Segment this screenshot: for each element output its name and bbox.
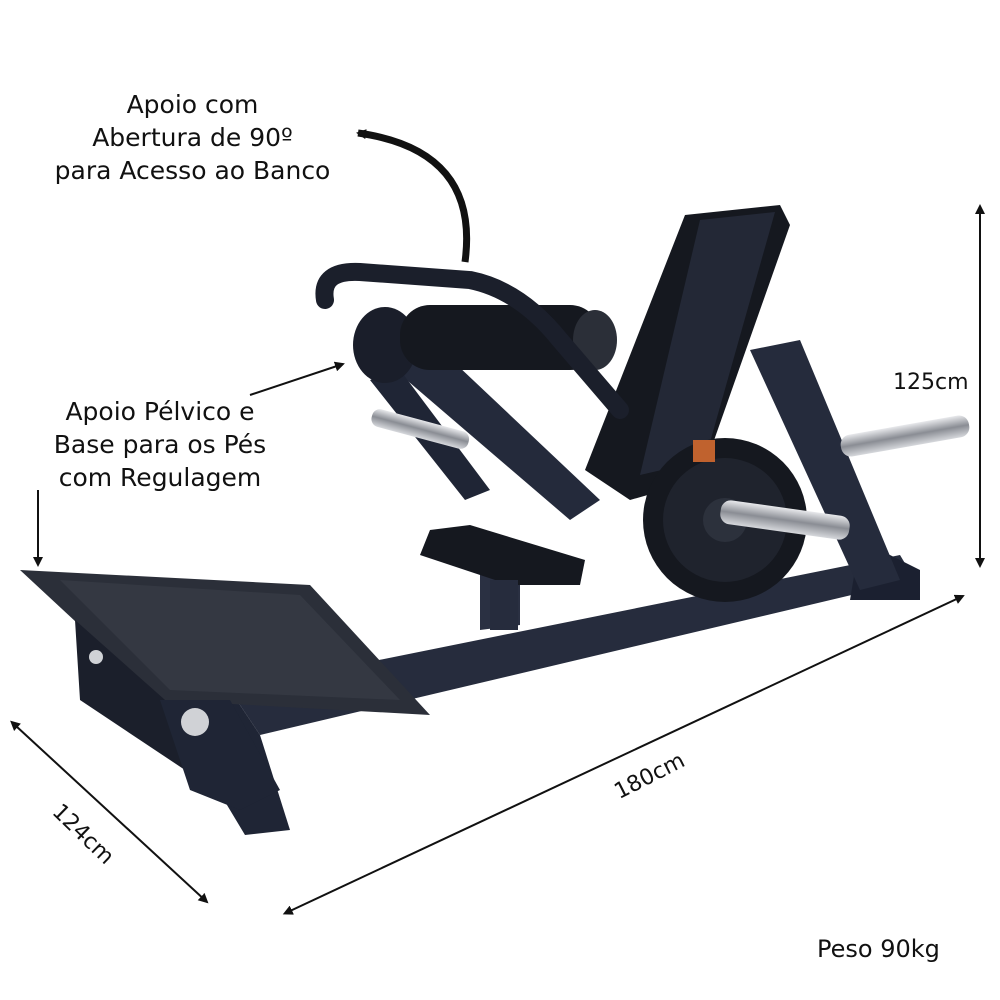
- pelvic-note-line: Apoio Pélvico e: [65, 397, 255, 426]
- lever-arm: [315, 262, 629, 520]
- pelvic-note-line: Base para os Pés: [53, 430, 267, 459]
- backrest-note-line: Abertura de 90º: [92, 123, 293, 152]
- backrest-note-line: Apoio com: [126, 90, 259, 119]
- pelvic-arrow: [249, 361, 345, 396]
- length-arrow: [282, 594, 965, 915]
- backrest-pad: [585, 205, 790, 500]
- seat-pad: [420, 525, 585, 630]
- pelvic-note: Apoio Pélvico e Base para os Pés com Reg…: [25, 395, 295, 494]
- weight-plate: [643, 438, 850, 602]
- height-label: 125cm: [893, 370, 969, 395]
- backrest-note-line: para Acesso ao Banco: [54, 156, 331, 185]
- foot-plate: [20, 570, 430, 810]
- pelvic-note-line: com Regulagem: [58, 463, 262, 492]
- backrest-note: Apoio com Abertura de 90º para Acesso ao…: [30, 88, 355, 187]
- weight-label: Peso 90kg: [817, 935, 940, 963]
- curved-arrow: [356, 129, 471, 263]
- width-arrow: [10, 720, 209, 904]
